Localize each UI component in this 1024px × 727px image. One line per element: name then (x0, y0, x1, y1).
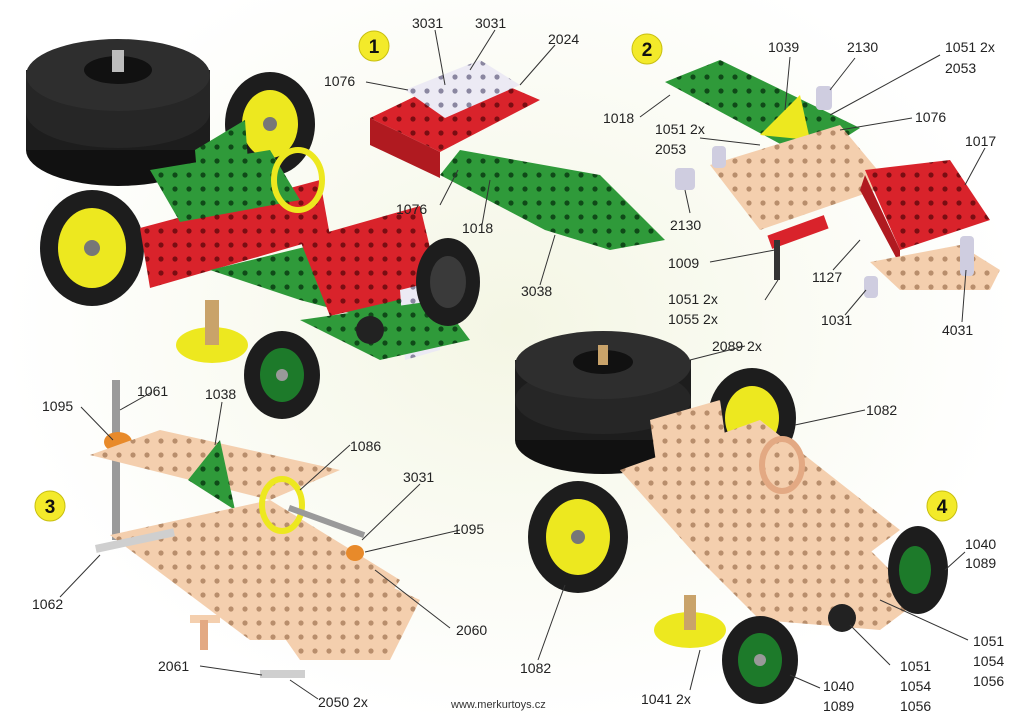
step-number: 1 (369, 37, 380, 58)
steering-wheel (271, 147, 325, 213)
part-label: 1039 (768, 39, 799, 55)
rear-wheel-large-2 (515, 331, 691, 474)
part-label: 1041 2x (641, 691, 691, 707)
step-number: 3 (45, 497, 56, 518)
part-label: 1051 (973, 633, 1004, 649)
part-label: 1051 2x (655, 121, 705, 137)
part-label: 1055 2x (668, 311, 718, 327)
part-label: 1082 (866, 402, 897, 418)
step-number: 4 (937, 497, 948, 518)
part-label: 1076 (324, 73, 355, 89)
part-label: 1040 (965, 536, 996, 552)
part-label: 1076 (396, 201, 427, 217)
part-label: 3031 (412, 15, 443, 31)
part-label: 1061 (137, 383, 168, 399)
step2-parts (665, 60, 1000, 298)
front-wheel-4b (888, 526, 948, 614)
wheel-yellow-4a (528, 481, 628, 593)
part-label: 1056 (900, 698, 931, 714)
part-label: 1040 (823, 678, 854, 694)
part-label: 3031 (475, 15, 506, 31)
front-wheel-green (244, 331, 320, 419)
part-label: 1031 (821, 312, 852, 328)
step-badge-3: 3 (34, 490, 66, 522)
part-label: 1009 (668, 255, 699, 271)
part-label: 2060 (456, 622, 487, 638)
step3-parts (90, 380, 420, 678)
part-label: 1017 (965, 133, 996, 149)
part-label: 1051 2x (945, 39, 995, 55)
part-label: 1095 (453, 521, 484, 537)
part-label: 2130 (847, 39, 878, 55)
part-label: 2089 2x (712, 338, 762, 354)
part-label: 1095 (42, 398, 73, 414)
part-label: 1056 (973, 673, 1004, 689)
rear-wheel-large (26, 39, 210, 186)
leader-lines (59, 29, 986, 700)
part-label: 1076 (915, 109, 946, 125)
part-label: 1018 (462, 220, 493, 236)
part-label: 2053 (655, 141, 686, 157)
part-label: 1086 (350, 438, 381, 454)
part-label: 1038 (205, 386, 236, 402)
part-label: 1089 (965, 555, 996, 571)
step-badge-1: 1 (358, 30, 390, 62)
part-label: 2024 (548, 31, 579, 47)
part-label: 1051 2x (668, 291, 718, 307)
green-triangle-plate (195, 120, 250, 210)
part-label: 1089 (823, 698, 854, 714)
part-label: 1054 (973, 653, 1004, 669)
part-label: 2130 (670, 217, 701, 233)
part-label: 3038 (521, 283, 552, 299)
part-label: 1054 (900, 678, 931, 694)
part-label: 1018 (603, 110, 634, 126)
step-number: 2 (642, 40, 653, 61)
step1-parts (370, 60, 665, 250)
part-label: 2061 (158, 658, 189, 674)
step1-tractor-assembly (26, 39, 480, 419)
step4-assembly (515, 331, 948, 704)
part-label: 1062 (32, 596, 63, 612)
part-label: 4031 (942, 322, 973, 338)
part-label: 1082 (520, 660, 551, 676)
website-url: www.merkurtoys.cz (451, 699, 546, 711)
part-label: 3031 (403, 469, 434, 485)
part-label: 2050 2x (318, 694, 368, 710)
red-front-plate (300, 206, 440, 316)
front-wheel-right (416, 238, 480, 326)
black-knob (356, 316, 384, 344)
step-badge-4: 4 (926, 490, 958, 522)
step-badge-2: 2 (631, 33, 663, 65)
part-label: 1127 (812, 269, 842, 285)
front-wheel-4a (722, 616, 798, 704)
part-labels: 3031 3031 2024 1076 1076 1018 3038 1039 … (32, 15, 1004, 714)
part-label: 2053 (945, 60, 976, 76)
part-label: 1051 (900, 658, 931, 674)
wheel-left-yellow (40, 190, 144, 306)
